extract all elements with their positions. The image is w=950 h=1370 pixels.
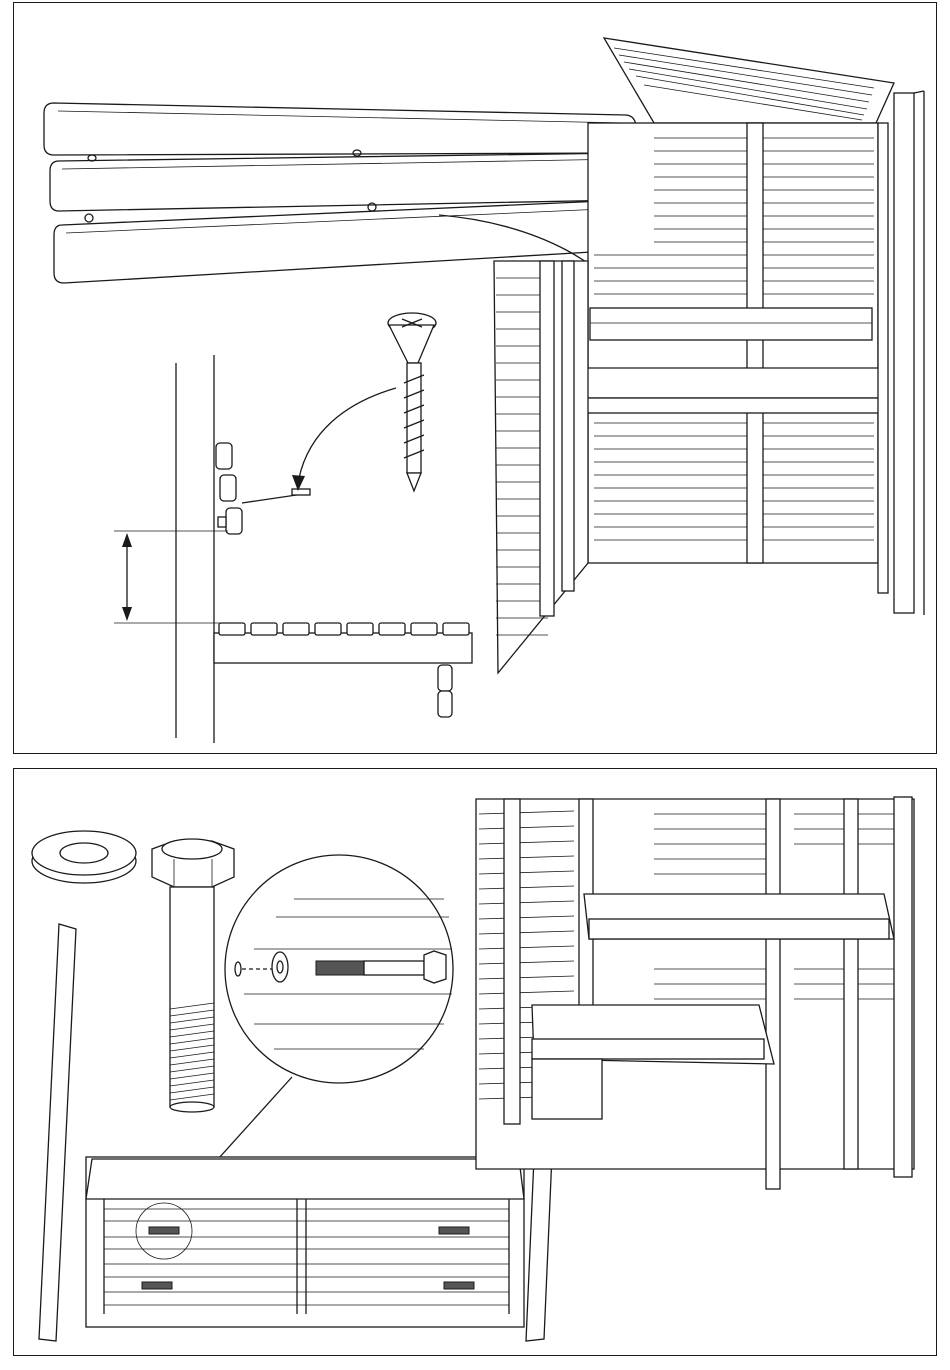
wood-screw	[388, 313, 436, 491]
sauna-room-bottom	[476, 797, 914, 1189]
bottom-illustration	[14, 769, 938, 1357]
hex-bolt	[152, 839, 234, 1112]
dimension-arrow	[114, 531, 228, 623]
wall-section-detail	[176, 355, 472, 743]
magnify-circle	[182, 855, 453, 1199]
top-illustration	[14, 3, 938, 755]
top-instruction-panel	[13, 2, 937, 754]
arrow-screw	[292, 388, 396, 491]
backrest-boards	[44, 103, 636, 283]
washer	[32, 831, 136, 883]
bottom-instruction-panel	[13, 768, 937, 1356]
